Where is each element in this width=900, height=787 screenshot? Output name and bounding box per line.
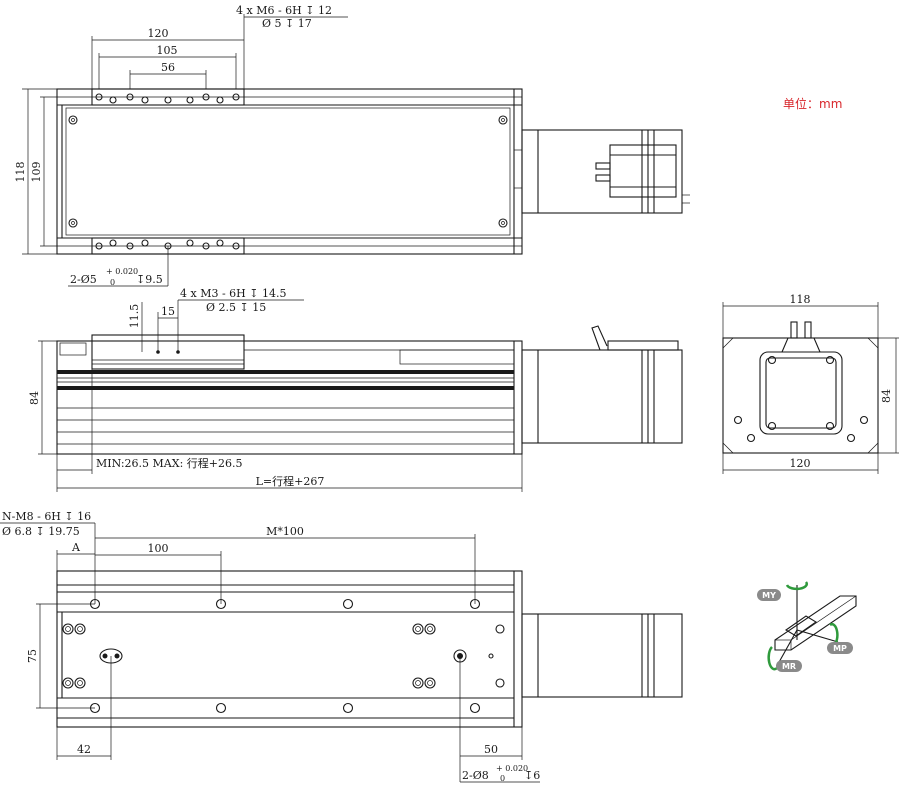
- bottom-thread-callout-line2: Ø 6.8 ↧ 19.75: [2, 525, 80, 538]
- dim-120-label: 120: [148, 27, 169, 40]
- side-thread-callout-line2: Ø 2.5 ↧ 15: [206, 301, 266, 314]
- dim-75-label: 75: [26, 649, 39, 663]
- end-view: 118 120 84: [722, 293, 899, 474]
- pin-tol-upper: + 0.020: [106, 267, 138, 276]
- end-dim-height-label: 84: [880, 389, 893, 403]
- dim-M100-label: M*100: [266, 525, 304, 538]
- end-dim-top-label: 118: [790, 293, 811, 306]
- dim-105-label: 105: [157, 44, 178, 57]
- min-max-label: MIN:26.5 MAX: 行程+26.5: [96, 457, 243, 470]
- badge-mp-label: MP: [833, 644, 847, 653]
- unit-label: 单位：mm: [783, 96, 842, 111]
- side-view-body: [56, 340, 523, 455]
- top-view-dimensions: [22, 14, 348, 287]
- side-view-dimensions: [38, 299, 523, 492]
- bottom-pin-depth: ↧6: [524, 769, 540, 782]
- dim-11-5-label: 11.5: [128, 304, 141, 329]
- end-view-motor-flange: [759, 351, 843, 435]
- top-carriage: [91, 88, 245, 106]
- badge-mr: [776, 660, 802, 672]
- bottom-view: N-M8 - 6H ↧ 16 Ø 6.8 ↧ 19.75 A 100 M*100…: [0, 510, 683, 783]
- thread-callout-line2: Ø 5 ↧ 17: [262, 17, 312, 30]
- bottom-pin-tol-upper: + 0.020: [496, 764, 528, 773]
- badge-mr-label: MR: [782, 662, 796, 671]
- dim-42-label: 42: [77, 743, 91, 756]
- end-dim-bottom-label: 120: [790, 457, 811, 470]
- axis-longitudinal: [796, 629, 839, 643]
- length-label: L=行程+267: [256, 475, 325, 488]
- side-view-motor: [521, 325, 683, 444]
- pin-depth: ↧9.5: [136, 273, 163, 286]
- dim-A-label: A: [71, 541, 81, 554]
- bottom-double-holes: [62, 623, 505, 689]
- dim-118-label: 118: [14, 162, 27, 183]
- dim-56-label: 56: [161, 61, 175, 74]
- arrow-mr: [767, 646, 778, 671]
- bottom-mount-holes: [89, 598, 481, 714]
- carriage-holes: [95, 93, 240, 250]
- top-view: 120 105 56 4 x M6 - 6H ↧ 12 Ø 5 ↧ 17 118…: [14, 4, 690, 287]
- badge-my-label: MY: [762, 591, 776, 600]
- pin-callout: 2-Ø5: [70, 273, 97, 286]
- side-view: 4 x M3 - 6H ↧ 14.5 Ø 2.5 ↧ 15 11.5 15 84…: [28, 287, 683, 492]
- arrow-mp: [829, 623, 839, 646]
- bottom-pin-holes: [99, 648, 494, 664]
- badge-mp: [827, 642, 853, 654]
- arrow-my: [785, 581, 808, 591]
- pin-tol-lower: 0: [110, 278, 115, 287]
- top-view-body: [56, 88, 523, 255]
- dim-109-label: 109: [30, 162, 43, 183]
- moment-diagram: MY MP MR: [757, 581, 857, 672]
- dim-15-label: 15: [161, 305, 175, 318]
- top-view-motor: [513, 129, 690, 214]
- bottom-view-body: [56, 570, 523, 728]
- bottom-thread-callout-line1: N-M8 - 6H ↧ 16: [2, 510, 91, 523]
- dim-84-label: 84: [28, 391, 41, 405]
- side-carriage: [91, 334, 245, 370]
- bottom-view-dimensions: [0, 522, 540, 783]
- badge-my: [757, 589, 781, 601]
- end-view-body: [722, 337, 879, 454]
- side-thread-callout-line1: 4 x M3 - 6H ↧ 14.5: [180, 287, 286, 300]
- bottom-pin-callout: 2-Ø8: [462, 769, 489, 782]
- axis-lateral: [777, 629, 798, 665]
- dim-50-label: 50: [484, 743, 498, 756]
- bottom-pin-tol-lower: 0: [500, 774, 505, 783]
- thread-callout-line1: 4 x M6 - 6H ↧ 12: [236, 4, 332, 17]
- bottom-view-motor: [521, 613, 683, 698]
- end-view-dimensions: [722, 302, 899, 474]
- dim-100-label: 100: [148, 542, 169, 555]
